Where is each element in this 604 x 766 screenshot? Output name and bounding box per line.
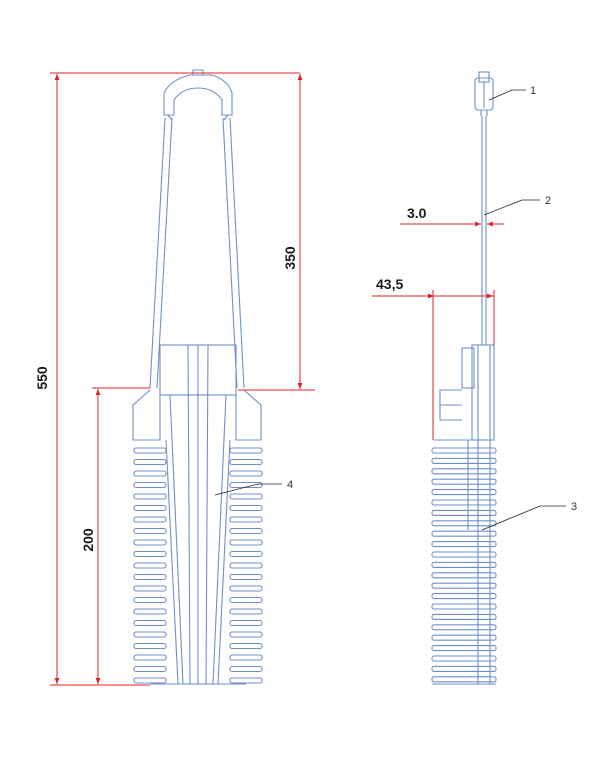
rib-side: [431, 624, 497, 631]
rib-side: [431, 655, 497, 662]
wire-rod: [481, 116, 487, 345]
rib-side: [431, 447, 497, 454]
rib-side: [431, 478, 497, 485]
rib-left: [133, 573, 167, 581]
rib-right: [229, 654, 263, 661]
rib-left: [133, 504, 167, 512]
wedge-body-top: [159, 344, 237, 685]
rib-right: [229, 573, 263, 581]
rib-left: [133, 481, 167, 489]
rib-side: [431, 509, 497, 516]
rib-side: [431, 520, 497, 527]
shoulders: [132, 389, 262, 441]
rib-side: [431, 613, 497, 620]
rib-side: [431, 603, 497, 610]
side-view: [431, 71, 497, 685]
rib-side: [431, 572, 497, 579]
front-dimensions: [50, 72, 315, 686]
rib-left: [133, 642, 167, 650]
rib-side: [431, 634, 497, 641]
rib-left: [133, 458, 167, 466]
rib-left: [133, 516, 167, 523]
rib-left: [133, 562, 167, 569]
rib-right: [229, 493, 263, 500]
rib-left: [133, 654, 167, 661]
rib-side: [431, 665, 497, 672]
rib-right: [229, 481, 263, 489]
rib-left: [133, 677, 167, 684]
rib-right: [229, 550, 263, 558]
rib-right: [229, 458, 263, 466]
rib-side: [431, 457, 497, 464]
callout-3-label: 3: [571, 501, 577, 513]
rib-side: [431, 489, 497, 496]
rib-right: [229, 527, 263, 535]
rib-side: [431, 645, 497, 652]
rib-right: [229, 585, 263, 592]
dim-200-label: 200: [80, 528, 96, 552]
rib-right: [229, 677, 263, 684]
callout-4-label: 4: [287, 479, 293, 491]
side-dimensions: [372, 221, 504, 440]
rib-side: [431, 551, 497, 558]
rib-right: [229, 608, 263, 615]
rib-left: [133, 539, 167, 546]
dim-550-label: 550: [34, 366, 50, 390]
rib-left: [133, 619, 167, 627]
rib-side: [431, 468, 497, 475]
rib-right: [229, 642, 263, 650]
clamp-body: [434, 344, 495, 684]
rib-right: [229, 596, 263, 604]
callout-2-label: 2: [545, 195, 551, 207]
rib-right: [229, 665, 263, 673]
callout-1: 1: [488, 85, 536, 101]
dim-43-label: 43,5: [376, 276, 403, 292]
bail-rods: [149, 117, 245, 389]
rib-right: [229, 470, 263, 477]
rib-left: [133, 585, 167, 592]
rib-left: [133, 665, 167, 673]
rib-right: [229, 516, 263, 523]
callout-3: 3: [481, 501, 577, 531]
top-clip: [474, 71, 494, 116]
callout-2: 2: [483, 195, 551, 216]
dim-3-label: 3.0: [407, 205, 427, 221]
rib-left: [133, 608, 167, 615]
rib-right: [229, 562, 263, 569]
rib-left: [133, 596, 167, 604]
rib-side: [431, 541, 497, 548]
rib-right: [229, 539, 263, 546]
rib-left: [133, 550, 167, 558]
rib-right: [229, 631, 263, 638]
rib-left: [133, 493, 167, 500]
rib-left: [133, 527, 167, 535]
rib-right: [229, 447, 263, 454]
rib-side: [431, 676, 497, 683]
wedge-inner: [165, 394, 231, 685]
ribs-right: [229, 447, 263, 684]
rib-left: [133, 447, 167, 454]
bail-hook: [163, 69, 233, 121]
rib-right: [229, 619, 263, 627]
rib-side: [431, 561, 497, 568]
rib-left: [133, 470, 167, 477]
front-view: [132, 69, 263, 685]
rib-side: [431, 582, 497, 589]
rib-side: [431, 499, 497, 506]
rib-right: [229, 504, 263, 512]
dim-350-label: 350: [282, 246, 298, 270]
callout-4: 4: [214, 479, 293, 496]
ribs-left: [133, 447, 167, 684]
callout-1-label: 1: [530, 85, 536, 97]
rib-side: [431, 593, 497, 600]
side-ribs: [431, 447, 497, 683]
rib-left: [133, 631, 167, 638]
rib-side: [431, 530, 497, 537]
